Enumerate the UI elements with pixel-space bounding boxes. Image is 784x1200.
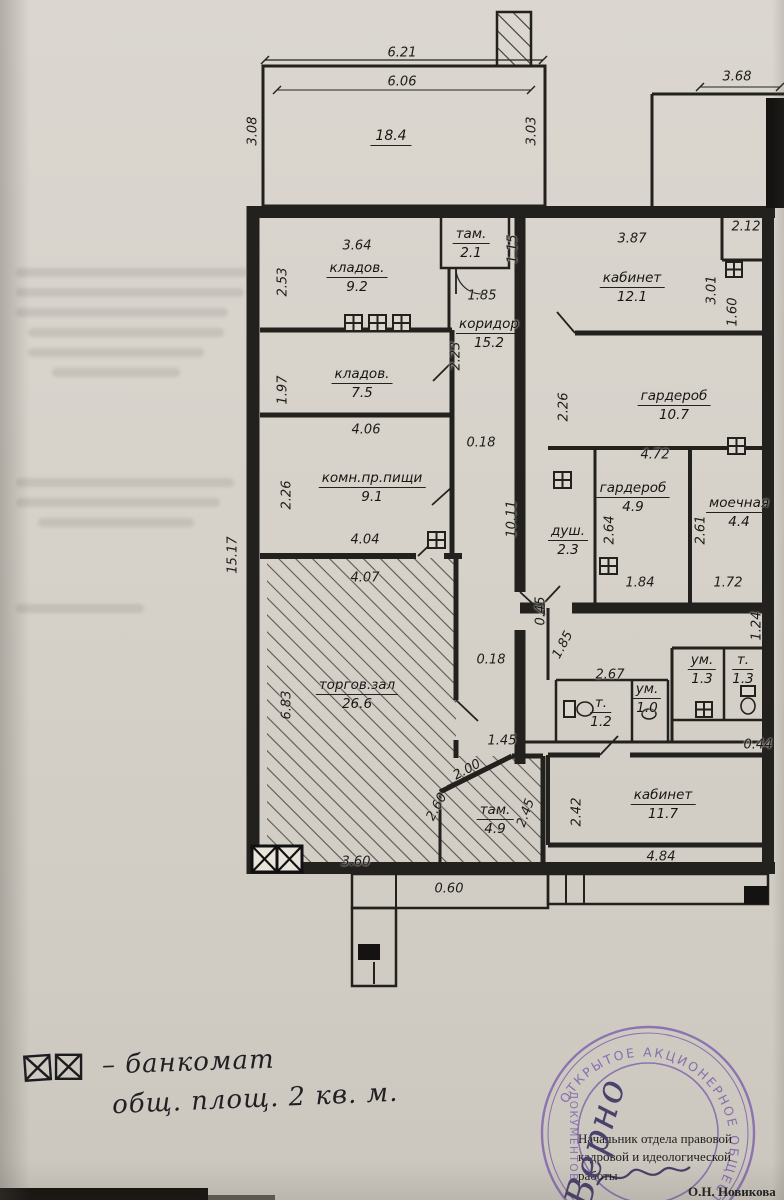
dim-label: 6.06	[387, 74, 417, 90]
room-label: кладов.9.2	[326, 260, 388, 295]
bleed-through-text	[52, 368, 180, 377]
room-area-upper: 18.4	[370, 128, 412, 146]
bleed-through-text	[16, 604, 144, 613]
dim-label: 0.44	[743, 737, 773, 753]
room-label: ум.1.0	[632, 681, 662, 716]
room-label: кладов.7.5	[331, 366, 393, 401]
room-label: душ.2.3	[548, 523, 588, 558]
dim-label: 3.60	[341, 854, 371, 870]
scan-edge-artifact	[0, 1188, 208, 1200]
solid-filled-walls	[358, 98, 784, 960]
dim-label: 1.15	[505, 234, 521, 264]
hatched-areas	[267, 12, 543, 866]
dim-label: 4.06	[351, 422, 381, 438]
dim-label: 2.61	[693, 515, 709, 545]
dim-label: 6.83	[279, 690, 295, 720]
fixture-symbols	[344, 261, 756, 720]
dim-label: 2.26	[556, 392, 572, 422]
bleed-through-text	[38, 518, 194, 527]
dim-label: 2.67	[595, 667, 625, 683]
dim-label: 2.12	[731, 219, 761, 235]
dim-label: 0.18	[476, 652, 506, 668]
dim-label: 1.45	[487, 733, 517, 749]
floor-plan-drawing	[246, 10, 784, 988]
walls	[246, 10, 784, 988]
scan-edge-artifact	[205, 1195, 275, 1200]
bleed-through-text	[28, 328, 224, 337]
bleed-through-text	[16, 268, 248, 277]
bleed-through-text	[16, 288, 244, 297]
round-stamp: ОТКРЫТОЕ АКЦИОНЕРНОЕ ОБЩЕСТВО «ВИТЕБСКИЙ…	[540, 1025, 756, 1200]
dim-label: 4.72	[640, 447, 670, 463]
approver-title-line: работы	[578, 1167, 618, 1183]
dim-label: 4.84	[646, 849, 676, 865]
dim-label: 0.18	[466, 435, 496, 451]
room-label: там.4.9	[476, 802, 514, 837]
dim-label: 1.84	[625, 575, 655, 591]
dim-label: 3.68	[722, 69, 752, 85]
room-label: т.1.3	[732, 652, 754, 687]
dim-label: 3.87	[617, 231, 647, 247]
approver-title-line: кадровой и идеологической	[578, 1149, 731, 1165]
room-label: т.1.2	[590, 695, 612, 730]
dim-label: 2.53	[275, 267, 291, 297]
dim-label: 4.04	[350, 532, 380, 548]
dim-label: 2.42	[569, 797, 585, 827]
approver-title: Начальник отдела правовой кадровой и иде…	[578, 1130, 784, 1185]
dim-label: 3.03	[524, 116, 540, 146]
dim-label: 6.21	[387, 45, 417, 61]
dim-label: 1.72	[713, 575, 743, 591]
dim-label: 1.24	[749, 611, 765, 641]
bleed-through-text	[28, 348, 204, 357]
approver-name: О.Н. Новикова	[688, 1184, 776, 1199]
atm-symbol-plan	[250, 844, 304, 874]
room-label: ум.1.3	[687, 652, 717, 687]
bleed-through-text	[16, 498, 220, 507]
dim-label: 0.60	[434, 881, 464, 897]
approver-title-line: Начальник отдела правовой	[578, 1131, 732, 1146]
dim-label: 2.23	[448, 341, 464, 371]
legend-text-line2: общ. площ. 2 кв. м.	[111, 1077, 399, 1121]
atm-symbol-legend	[22, 1053, 83, 1082]
dim-label: 3.64	[342, 238, 372, 254]
dim-label: 15.17	[225, 536, 241, 574]
bleed-through-text	[16, 308, 228, 317]
bleed-through-text	[16, 478, 234, 487]
dim-label: 1.85	[467, 288, 497, 304]
stamp-side-text: ДОКУМЕНТОВ	[567, 1091, 579, 1182]
legend-text-line1: – банкомат	[101, 1044, 276, 1081]
signature	[596, 1166, 691, 1186]
legend-atm-note: – банкомат	[22, 1044, 276, 1085]
dim-label: 2.26	[279, 480, 295, 510]
dim-label: 0.45	[533, 596, 549, 626]
room-label: там.2.1	[452, 226, 490, 261]
dim-label: 10.11	[504, 500, 520, 538]
dim-label: 1.60	[725, 297, 741, 327]
dim-label: 1.97	[275, 375, 291, 405]
dim-label: 2.64	[602, 515, 618, 545]
dim-label: 4.07	[350, 570, 380, 586]
dim-label: 3.01	[704, 275, 720, 305]
dim-label: 3.08	[245, 116, 261, 146]
door-leaves	[417, 267, 619, 756]
